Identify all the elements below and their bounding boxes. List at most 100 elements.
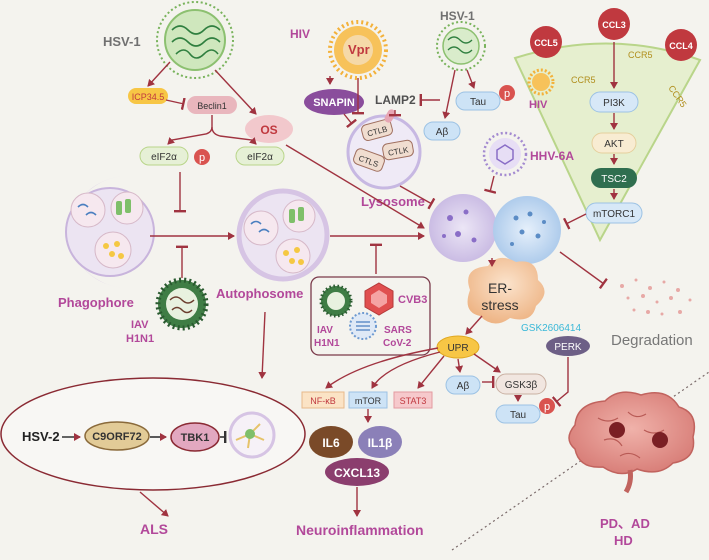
ccl3-node [598,8,630,40]
perk-node [546,336,590,356]
cvb3-virus-icon [364,282,394,316]
abeta-mid-label: Aβ [457,381,470,392]
snapin-node [304,89,364,115]
fusion-lysosome-left [429,194,497,262]
gsk3b-node [495,373,547,395]
ccl4-label: CCL4 [669,41,693,51]
als-label: ALS [140,521,168,537]
ccr5-label-left: CCR5 [571,75,596,85]
c9orf72-node [84,421,150,451]
pathway-arrows [139,42,618,517]
cxcl13-node [325,458,389,486]
tau-mid-label: Tau [510,410,526,421]
hiv-right-label: HIV [529,99,548,111]
icp345-label: ICP34.5 [132,92,165,102]
autophagy-vesicle-icon [228,411,276,459]
il6-node [309,426,353,458]
os-node [245,115,293,143]
ccl5-label: CCL5 [534,38,558,48]
ctls-enzyme [353,148,385,172]
hhv6a-virus-icon [482,131,528,177]
pd-ad-label: PD、AD [600,516,650,531]
iav-left-label-2: H1N1 [126,333,154,345]
c9orf72-label: C9ORF72 [92,431,142,443]
hsv1-left-label: HSV-1 [103,34,141,49]
p-label-top: p [504,88,510,100]
upr-node [436,335,480,359]
iav-left-label-1: IAV [131,319,149,331]
ccl5-node [530,26,562,58]
ctlk-label: CTLK [387,145,409,158]
iav-box-label-2: H1N1 [314,338,340,349]
gsk3b-label: GSK3β [505,380,538,391]
sars-label-2: CoV-2 [383,338,412,349]
tbk1-node [170,422,220,452]
stat3-label: STAT3 [400,396,427,406]
iav-virus-icon [155,277,209,331]
tbk1-label: TBK1 [181,432,210,444]
il1b-label: IL1β [368,436,393,450]
il1b-node [358,426,402,458]
phospho-badge-eif2a [194,149,210,165]
ccl3-label: CCL3 [602,20,626,30]
pi3k-label: PI3K [603,98,625,109]
abeta-top-node [423,121,461,141]
mtor-node [348,391,388,409]
eif2a-right-label: eIF2α [247,152,273,163]
akt-label: AKT [604,139,623,150]
mtorc1-node [585,202,643,224]
degradation-label: Degradation [611,332,693,349]
hhv6a-label: HHV-6A [530,149,574,163]
os-label: OS [260,123,277,137]
beclin1-node [187,96,237,114]
perk-label: PERK [554,342,582,353]
hd-label: HD [614,533,633,548]
degradation-particles [620,278,692,316]
ctlk-enzyme [382,139,414,161]
beclin1-label: Beclin1 [197,101,227,111]
tau-top-node [455,91,501,111]
tsc2-label: TSC2 [601,174,627,185]
p-label-mid: p [544,401,550,413]
eif2a-left-node [139,146,189,166]
pi3k-node [589,91,639,113]
hsv1-top-virus-icon [436,21,486,71]
cxcl13-label: CXCL13 [334,466,380,480]
hiv-small-virus-icon [527,68,555,96]
tau-mid-node [495,404,541,424]
phospho-badge-top [499,85,515,101]
ccr5-label-center: CCR5 [628,50,653,60]
fusion-autophagosome-right [493,196,561,264]
tau-top-label: Tau [470,97,486,108]
phospho-badge-mid [539,398,555,414]
upr-label: UPR [447,343,468,354]
er-stress-label-1: ER- [488,280,512,296]
nfkb-label: NF-κB [310,396,336,406]
gsk2606414-label: GSK2606414 [521,323,581,334]
icp345-node [128,88,168,104]
vpr-label: Vpr [348,42,370,57]
sars-label-1: SARS [384,325,412,336]
autophosome-label: Autophosome [216,286,303,301]
sars-virus-icon [349,312,377,340]
er-stress-label-2: stress [481,297,518,313]
hsv1-top-label: HSV-1 [440,9,475,23]
nfkb-node [301,391,345,409]
eif2a-left-label: eIF2α [151,152,177,163]
p-label-eif2a: p [199,152,205,164]
brain-icon [568,391,696,494]
cvb3-label: CVB3 [398,294,427,306]
akt-node [591,132,637,154]
il6-label: IL6 [322,436,340,450]
lamp2-label: LAMP2 [375,93,416,107]
ctlb-enzyme [361,119,393,141]
abeta-mid-node [445,375,481,395]
iav-box-virus-icon [319,284,353,318]
er-stress-node [467,257,545,324]
stat3-node [393,391,433,409]
eif2a-right-node [235,146,285,166]
abeta-top-label: Aβ [436,127,449,138]
hsv1-virus-icon [156,1,234,79]
